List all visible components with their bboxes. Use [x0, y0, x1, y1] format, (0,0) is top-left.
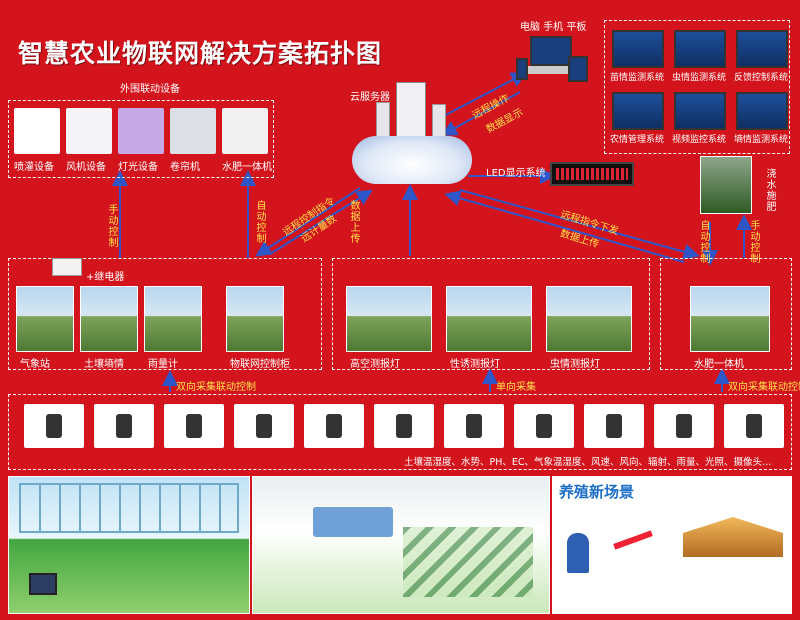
page-title: 智慧农业物联网解决方案拓扑图	[18, 39, 383, 68]
irrigation-scene	[252, 476, 550, 614]
sensor-caption: 土壤温湿度、水势、PH、EC、气象温湿度、风速、风向、辐射、雨量、光照、摄像头…	[404, 457, 772, 468]
device-photo	[446, 286, 532, 352]
sensor-icon	[234, 404, 294, 448]
external-device-label: 水肥一体机	[222, 162, 272, 173]
sensor-icon	[724, 404, 784, 448]
device-photo	[346, 286, 432, 352]
arrow-remote-down	[459, 189, 700, 260]
monitor-screen	[736, 92, 788, 130]
devices-label: 电脑 手机 平板	[520, 22, 587, 33]
monitor-label: 墒情监测系统	[734, 135, 789, 145]
sensor-panel	[8, 394, 792, 470]
device-label: 性诱测报灯	[450, 359, 500, 370]
monitor-screen	[674, 30, 726, 68]
label-manual-right: 手动控制	[748, 220, 759, 264]
device-photo	[546, 286, 632, 352]
sensor-icon	[374, 404, 434, 448]
monitor-label: 反馈控制系统	[734, 73, 789, 83]
monitor-panel	[604, 20, 790, 154]
external-device-image	[66, 108, 112, 154]
external-device-image	[118, 108, 164, 154]
sensor-icon	[94, 404, 154, 448]
monitor-screen	[736, 30, 788, 68]
device-photo	[80, 286, 138, 352]
label-led: LED显示系统	[486, 168, 546, 179]
sensor-icon	[24, 404, 84, 448]
sensor-icon	[164, 404, 224, 448]
monitor-label: 苗情监测系统	[610, 73, 665, 83]
cloud-server-icon	[352, 80, 472, 190]
device-label: 物联网控制柜	[230, 359, 290, 370]
monitor-screen	[612, 92, 664, 130]
led-display	[550, 162, 634, 186]
breeding-title: 养殖新场景	[559, 483, 635, 501]
device-photo	[226, 286, 284, 352]
monitor-label: 虫情监测系统	[672, 73, 727, 83]
external-device-image	[222, 108, 268, 154]
external-title: 外围联动设备	[120, 84, 180, 95]
devices-illustration	[516, 36, 588, 88]
external-device-label: 卷帘机	[170, 162, 200, 173]
device-label: 雨量计	[148, 359, 178, 370]
external-device-label: 喷灌设备	[14, 162, 54, 173]
label-bidirectional-left: 双向采集联动控制	[176, 382, 256, 393]
monitor-label: 视频监控系统	[672, 135, 727, 145]
monitor-screen	[612, 30, 664, 68]
arrow-remote-control	[255, 187, 361, 257]
external-device-image	[14, 108, 60, 154]
device-label: 气象站	[20, 359, 50, 370]
sensor-icon	[584, 404, 644, 448]
label-data-up: 数据上传	[348, 200, 359, 244]
arrow-data-display	[441, 91, 521, 136]
sensor-icon	[514, 404, 574, 448]
external-device-label: 灯光设备	[118, 162, 158, 173]
plant-photo	[700, 156, 752, 214]
label-manual-left: 手动控制	[106, 204, 117, 248]
breeding-scene: 养殖新场景	[552, 476, 792, 614]
external-device-label: 风机设备	[66, 162, 106, 173]
right-group-panel	[660, 258, 792, 370]
relay-icon	[52, 258, 82, 276]
label-auto-left: 自动控制	[254, 200, 265, 244]
label-bidirectional-right: 双向采集联动控制	[728, 382, 800, 393]
sensor-icon	[654, 404, 714, 448]
device-label: 水肥一体机	[694, 359, 744, 370]
middle-group-panel	[332, 258, 650, 370]
device-photo	[16, 286, 74, 352]
label-irrigate: 浇水施肥	[764, 168, 775, 212]
left-group-panel	[8, 258, 322, 370]
arrow-data-up2	[444, 190, 685, 263]
monitor-label: 农情管理系统	[610, 135, 665, 145]
relay-label: +继电器	[86, 272, 125, 283]
device-label: 土壤墒情	[84, 359, 124, 370]
device-label: 高空测报灯	[350, 359, 400, 370]
external-device-image	[170, 108, 216, 154]
greenhouse-scene	[8, 476, 250, 614]
arrow-data-collect	[269, 189, 373, 255]
cloud-label: 云服务器	[350, 92, 390, 103]
computer-icon	[29, 573, 57, 595]
arrow-remote-op	[439, 72, 528, 119]
device-photo	[690, 286, 770, 352]
device-label: 虫情测报灯	[550, 359, 600, 370]
label-auto-right: 自动控制	[698, 220, 709, 264]
monitor-screen	[674, 92, 726, 130]
sensor-icon	[304, 404, 364, 448]
sensor-icon	[444, 404, 504, 448]
device-photo	[144, 286, 202, 352]
label-single: 单向采集	[496, 382, 536, 393]
external-panel	[8, 100, 274, 178]
